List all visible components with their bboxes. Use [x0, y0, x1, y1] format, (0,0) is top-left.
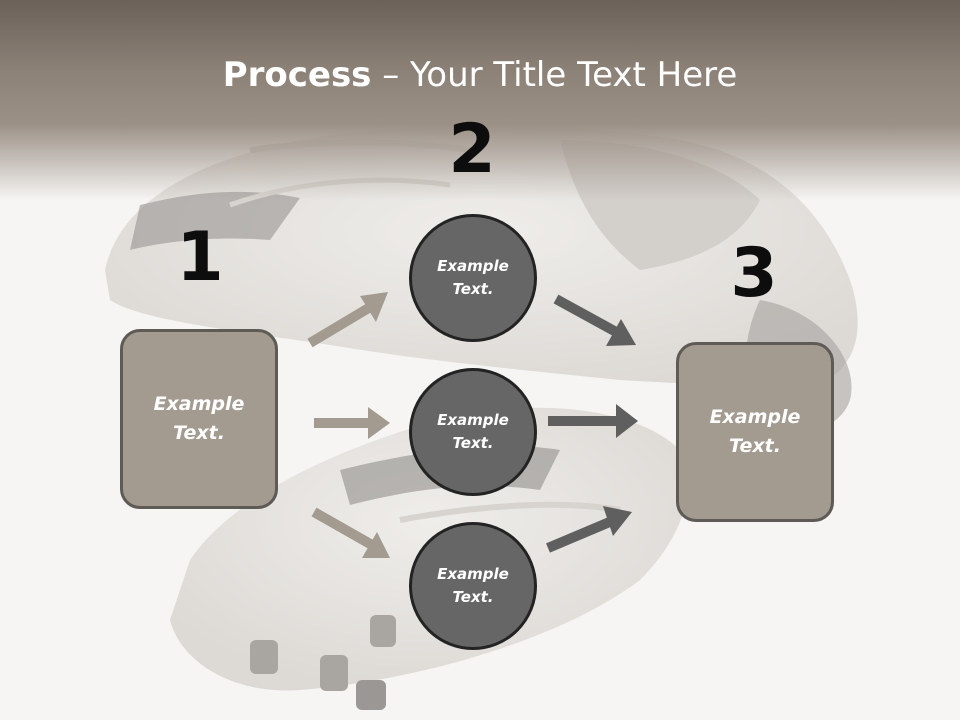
step-3-text-line1: Example: [709, 406, 801, 428]
step-1-text-line2: Text.: [173, 422, 225, 444]
step-3-text-line2: Text.: [729, 435, 781, 457]
right-arrow-icon: [548, 404, 638, 438]
right-arrow-icon: [311, 507, 390, 558]
title-rest: – Your Title Text Here: [371, 55, 738, 95]
right-arrow-icon: [546, 506, 632, 553]
step-number-1: 1: [176, 218, 224, 297]
circle-text-line1: Example: [437, 565, 509, 583]
right-arrow-icon: [314, 407, 390, 439]
step-1-text-line1: Example: [153, 393, 245, 415]
circle-text-line2: Text.: [452, 280, 494, 298]
circle-text-line2: Text.: [452, 434, 494, 452]
right-arrow-icon: [307, 292, 388, 348]
step-number-3: 3: [730, 234, 778, 313]
title-band: [0, 0, 960, 200]
step-3-box: Example Text.: [676, 342, 834, 522]
circle-text-line1: Example: [437, 411, 509, 429]
step-2-circle-top: Example Text.: [409, 214, 537, 342]
step-number-2: 2: [448, 110, 496, 189]
step-1-box: Example Text.: [120, 329, 278, 509]
step-2-circle-middle: Example Text.: [409, 368, 537, 496]
slide-title: Process – Your Title Text Here: [0, 52, 960, 98]
circle-text-line1: Example: [437, 257, 509, 275]
circle-text-line2: Text.: [452, 588, 494, 606]
title-bold: Process: [222, 55, 372, 95]
step-2-circle-bottom: Example Text.: [409, 522, 537, 650]
right-arrow-icon: [553, 294, 636, 346]
